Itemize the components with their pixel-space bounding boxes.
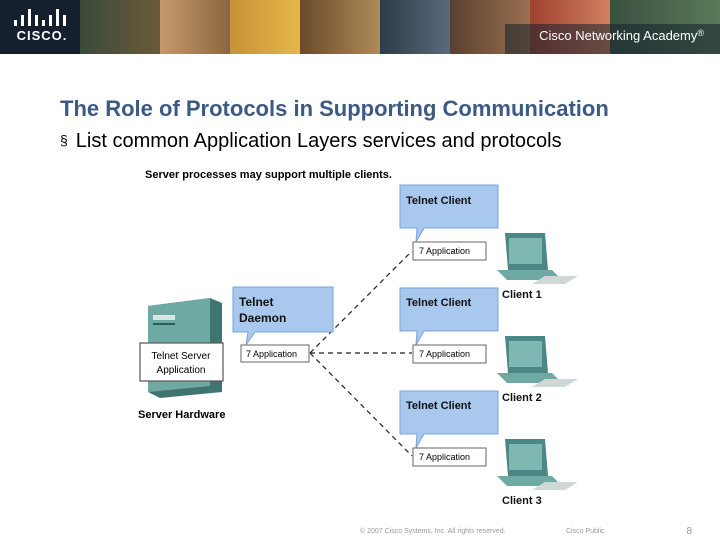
banner-overlay	[505, 24, 720, 54]
page-number: 8	[686, 526, 692, 537]
link-client-3	[309, 352, 413, 457]
client-3-bubble-text: Telnet Client	[406, 400, 472, 412]
bullet-marker: §	[60, 132, 68, 148]
server-hardware-label: Server Hardware	[138, 409, 225, 421]
client-1-bubble-text: Telnet Client	[406, 195, 472, 207]
footer-classification: Cisco Public	[566, 528, 605, 535]
slide-title: The Role of Protocols in Supporting Comm…	[60, 96, 609, 121]
footer-copyright: © 2007 Cisco Systems, Inc. All rights re…	[360, 528, 506, 535]
server-app-line1: Telnet Server	[152, 351, 212, 362]
client-3-label: Client 3	[502, 495, 542, 507]
link-client-1	[309, 250, 413, 354]
client-3-computer-icon	[497, 439, 578, 490]
academy-text: Cisco Networking Academy	[539, 28, 698, 43]
telnet-daemon-line2: Daemon	[239, 311, 286, 325]
telnet-daemon-line1: Telnet	[239, 295, 273, 309]
banner-photo	[300, 0, 380, 54]
client-1-layer-label: 7 Application	[419, 246, 470, 256]
client-1-label: Client 1	[502, 289, 542, 301]
client-1-layer-box	[412, 241, 487, 261]
banner-photo	[160, 0, 230, 54]
bullet-text: List common Application Layers services …	[75, 130, 562, 152]
banner-photo	[380, 0, 450, 54]
client-2-computer-icon	[497, 336, 578, 387]
header-banner: CISCO. Cisco Networking Academy®	[0, 0, 720, 54]
client-2-bubble	[399, 287, 499, 346]
client-1-bubble	[399, 184, 499, 243]
client-3-layer-box	[412, 447, 487, 467]
cisco-logo: CISCO.	[10, 6, 74, 48]
client-2-layer-box	[412, 344, 487, 364]
client-2-label: Client 2	[502, 392, 542, 404]
cisco-bars-icon	[14, 8, 70, 26]
logo-text: CISCO.	[16, 28, 68, 43]
client-1-computer-icon	[497, 233, 578, 284]
connection-lines	[309, 250, 413, 457]
bullet-item: § List common Application Layers services…	[60, 130, 562, 153]
banner-photo	[230, 0, 300, 54]
server-layer-label: 7 Application	[246, 349, 297, 359]
diagram-caption: Server processes may support multiple cl…	[145, 169, 392, 181]
client-3-bubble	[399, 390, 499, 449]
server-layer-box	[240, 344, 310, 363]
banner-photo	[80, 0, 160, 54]
server-application-box	[139, 342, 224, 382]
server-app-line2: Application	[157, 365, 206, 376]
telnet-daemon-bubble	[232, 286, 334, 346]
client-3-layer-label: 7 Application	[419, 452, 470, 462]
client-2-layer-label: 7 Application	[419, 349, 470, 359]
trademark: ®	[697, 28, 704, 38]
academy-title: Cisco Networking Academy®	[539, 28, 704, 43]
client-2-bubble-text: Telnet Client	[406, 297, 472, 309]
